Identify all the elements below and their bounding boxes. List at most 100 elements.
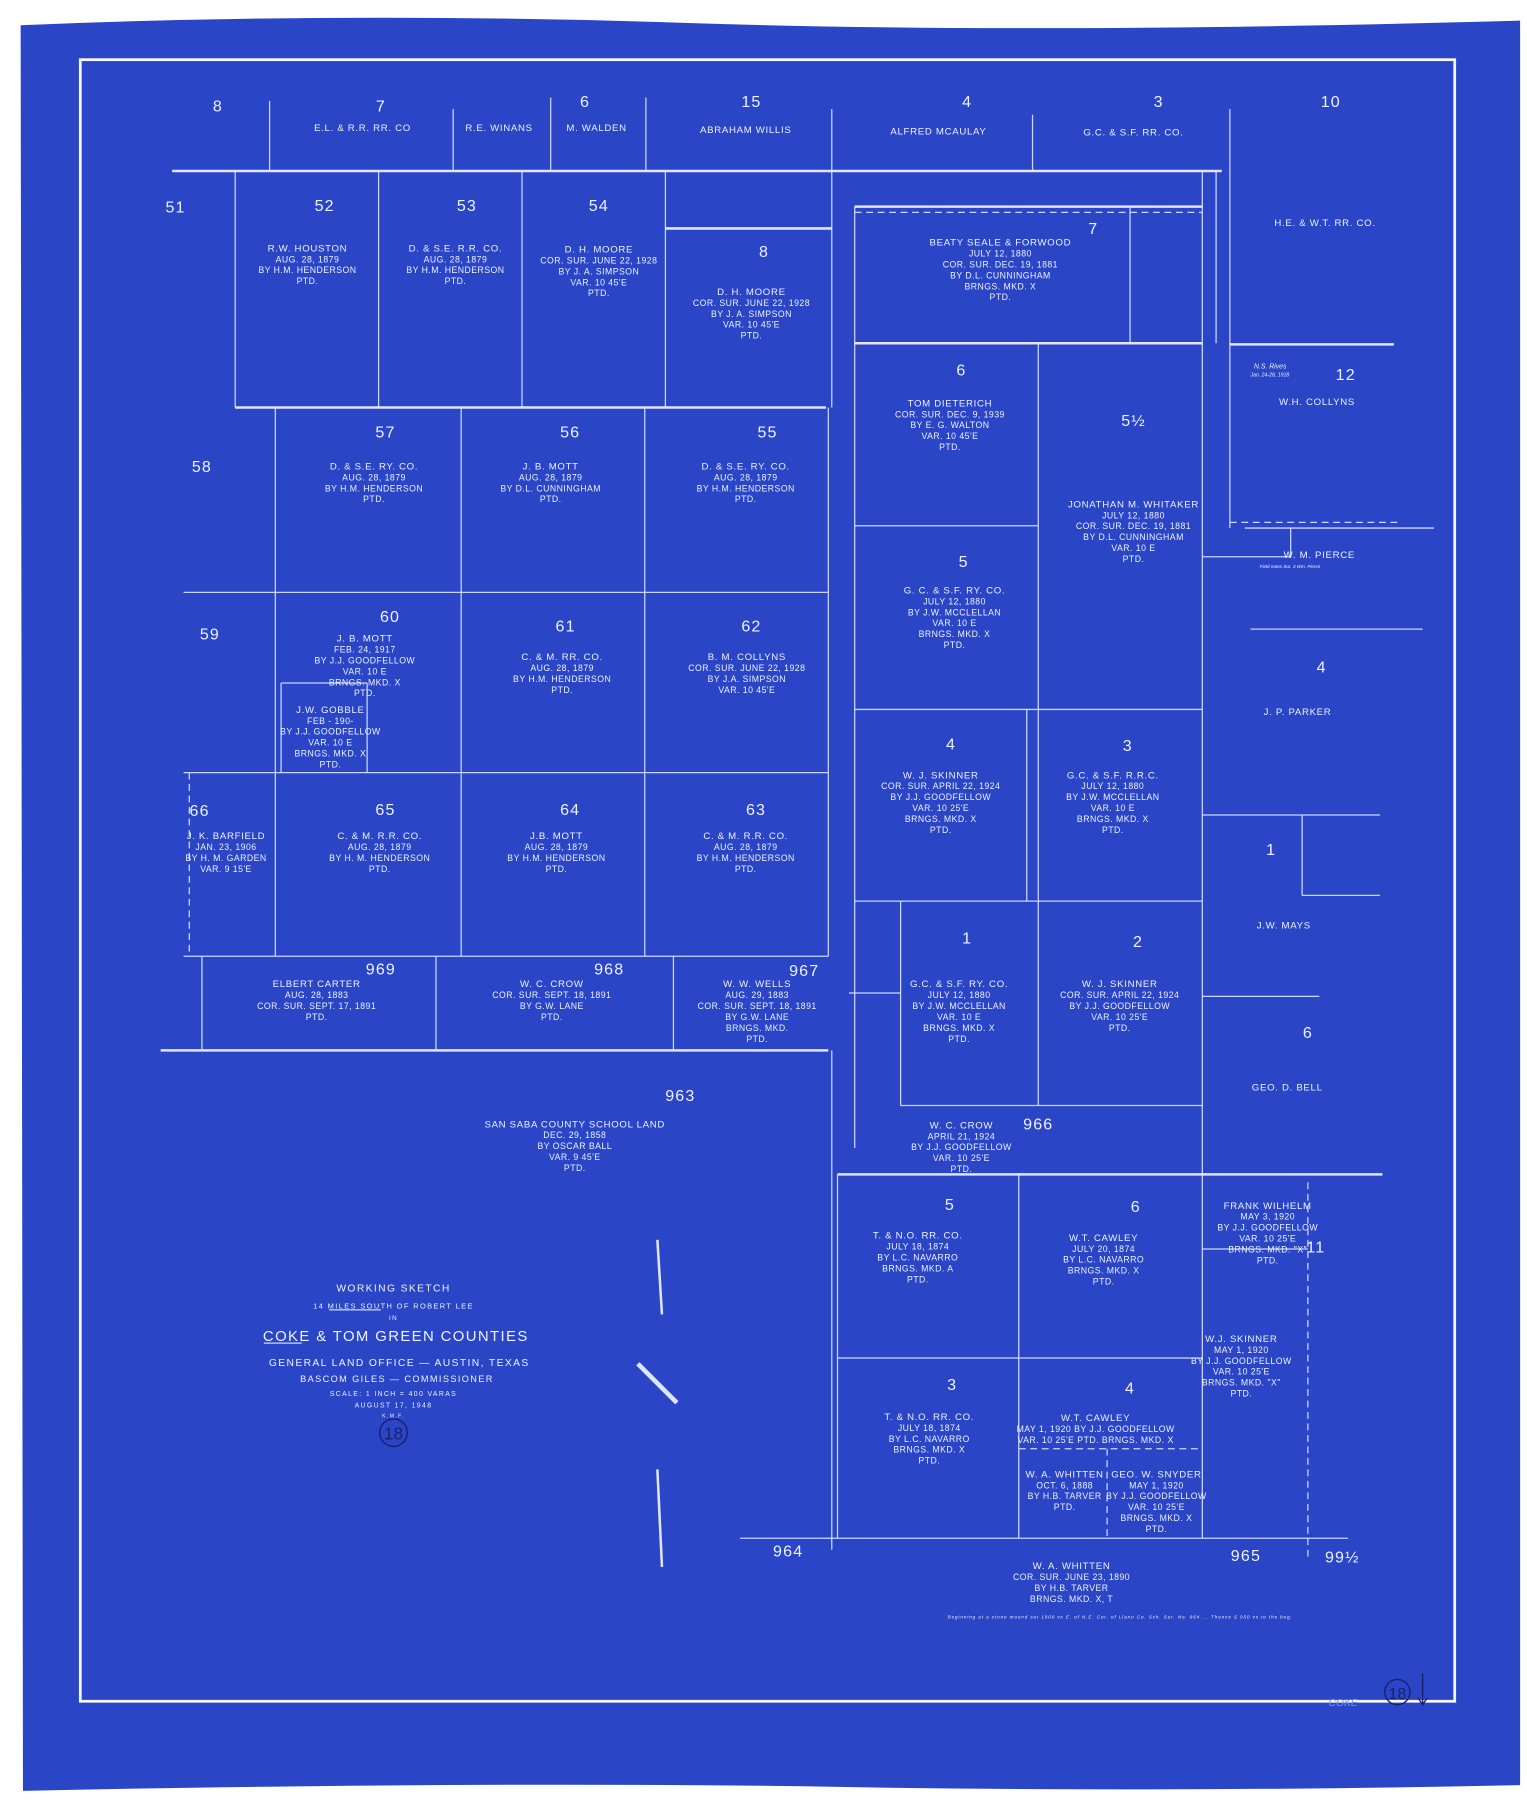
survey-owner: ALFRED MCAULAY [890,126,986,137]
survey-owner: M. WALDEN [566,123,626,134]
survey-18: W. M. PIERCE [1284,550,1355,561]
survey-owner: D. H. MOORE [565,245,634,256]
survey-owner: D. & S.E. RY. CO. [330,462,418,473]
survey-detail: JULY 18, 1874 [898,1423,961,1433]
survey-detail: BY L.C. NAVARRO [889,1434,970,1444]
survey-detail: BY G.W. LANE [725,1012,789,1022]
survey-owner: G. C. & S.F. RY. CO. [904,585,1006,596]
survey-owner: D. H. MOORE [717,287,786,298]
title-in: IN [389,1315,398,1322]
survey-number: 963 [665,1087,695,1105]
survey-number: 4 [946,736,956,754]
survey-detail: BY H.M. HENDERSON [513,674,611,684]
survey-owner: C. & M. RR. CO. [521,652,602,663]
survey-detail: BY J.W. MCCLELLAN [1066,792,1159,802]
survey-number: 4 [1125,1380,1135,1398]
survey-owner: G.C. & S.F. RR. CO. [1083,127,1183,138]
survey-detail: VAR. 10 25'E [1239,1234,1296,1244]
survey-number: 1 [962,930,972,948]
survey-detail: VAR. 10 25'E [1128,1502,1185,1512]
sheet-number-circle [379,1418,408,1448]
survey-number: 58 [192,458,212,476]
survey-detail: COR. SUR. JUNE 22, 1928 [693,298,810,308]
survey-detail: BY J.J. GOODFELLOW [1191,1356,1292,1366]
survey-detail: BY H.M. HENDERSON [325,483,423,493]
survey-detail: FEB. 24, 1917 [334,645,396,655]
survey-detail: MAY 3, 1920 [1240,1212,1295,1222]
survey-detail: PTD. [930,825,952,835]
survey-owner: J. K. BARFIELD [187,831,266,842]
survey-detail: PTD. [551,685,573,695]
survey-owner: W.T. CAWLEY [1069,1233,1138,1244]
survey-owner: W. W. WELLS [723,979,791,990]
survey-detail: AUG. 28, 1879 [276,254,340,264]
survey-detail: FEB - 190- [307,716,354,726]
survey-detail: VAR. 9 15'E [200,864,252,874]
survey-detail: BY J. A. SIMPSON [711,309,792,319]
survey-detail: PTD. [564,1163,586,1173]
survey-owner: W. J. SKINNER [1082,979,1158,990]
survey-owner: W.H. COLLYNS [1279,397,1355,408]
survey-3: 6M. WALDEN [566,93,626,134]
survey-detail: PTD. [1146,1524,1168,1534]
survey-detail: BY J.A. SIMPSON [708,674,786,684]
survey-detail: BY G.W. LANE [520,1001,584,1011]
survey-number: 8 [759,243,769,261]
survey-owner: TOM DIETERICH [908,398,993,409]
survey-detail: COR. SUR. SEPT. 18, 1891 [698,1001,817,1011]
survey-detail: COR. SUR. SEPT. 18, 1891 [492,990,611,1000]
survey-owner: GEO. D. BELL [1252,1083,1323,1094]
survey-number: 969 [366,961,396,979]
survey-detail: BY J.W. MCCLELLAN [912,1001,1005,1011]
survey-number: 968 [594,961,624,979]
survey-detail: AUG. 28, 1879 [525,842,589,852]
survey-detail: BRNGS. MKD. X, T [1030,1594,1113,1604]
survey-detail: AUG. 28, 1883 [285,990,349,1000]
survey-detail: BRNGS. MKD. "X" [1202,1378,1281,1388]
survey-detail: BY H.B. TARVER [1028,1491,1102,1501]
survey-number: 3 [1154,93,1164,111]
survey-number: 6 [1303,1024,1313,1042]
corner-marking: COKE 18 [1329,1673,1428,1709]
survey-detail: BY J. A. SIMPSON [558,266,639,276]
survey-detail: PTD. [1093,1277,1115,1287]
survey-number: 56 [560,423,580,441]
survey-detail: PTD. [445,276,467,286]
survey-number: 6 [956,361,966,379]
survey-number: 5½ [1121,412,1146,430]
survey-owner: ABRAHAM WILLIS [700,125,791,136]
survey-detail: COR. SUR. DEC. 19, 1881 [943,259,1058,269]
survey-owner: W. M. PIERCE [1284,550,1355,561]
survey-number: 966 [1023,1116,1053,1134]
survey-number: 51 [165,198,185,216]
survey-owner: R.E. WINANS [465,123,532,134]
survey-56: 99½ [1325,1548,1359,1566]
survey-number: 4 [1317,659,1327,677]
survey-detail: BRNGS. MKD. X [1077,814,1149,824]
survey-owner: T. & N.O. RR. CO. [873,1231,963,1242]
survey-detail: PTD. [1123,554,1145,564]
survey-detail: VAR. 10 E [1111,543,1155,553]
survey-detail: PTD. [1102,825,1124,835]
county-stamp: COKE [1329,1698,1358,1709]
survey-number: 964 [773,1543,803,1561]
survey-owner: B. M. COLLYNS [708,652,786,663]
survey-number: 1 [1266,841,1276,859]
